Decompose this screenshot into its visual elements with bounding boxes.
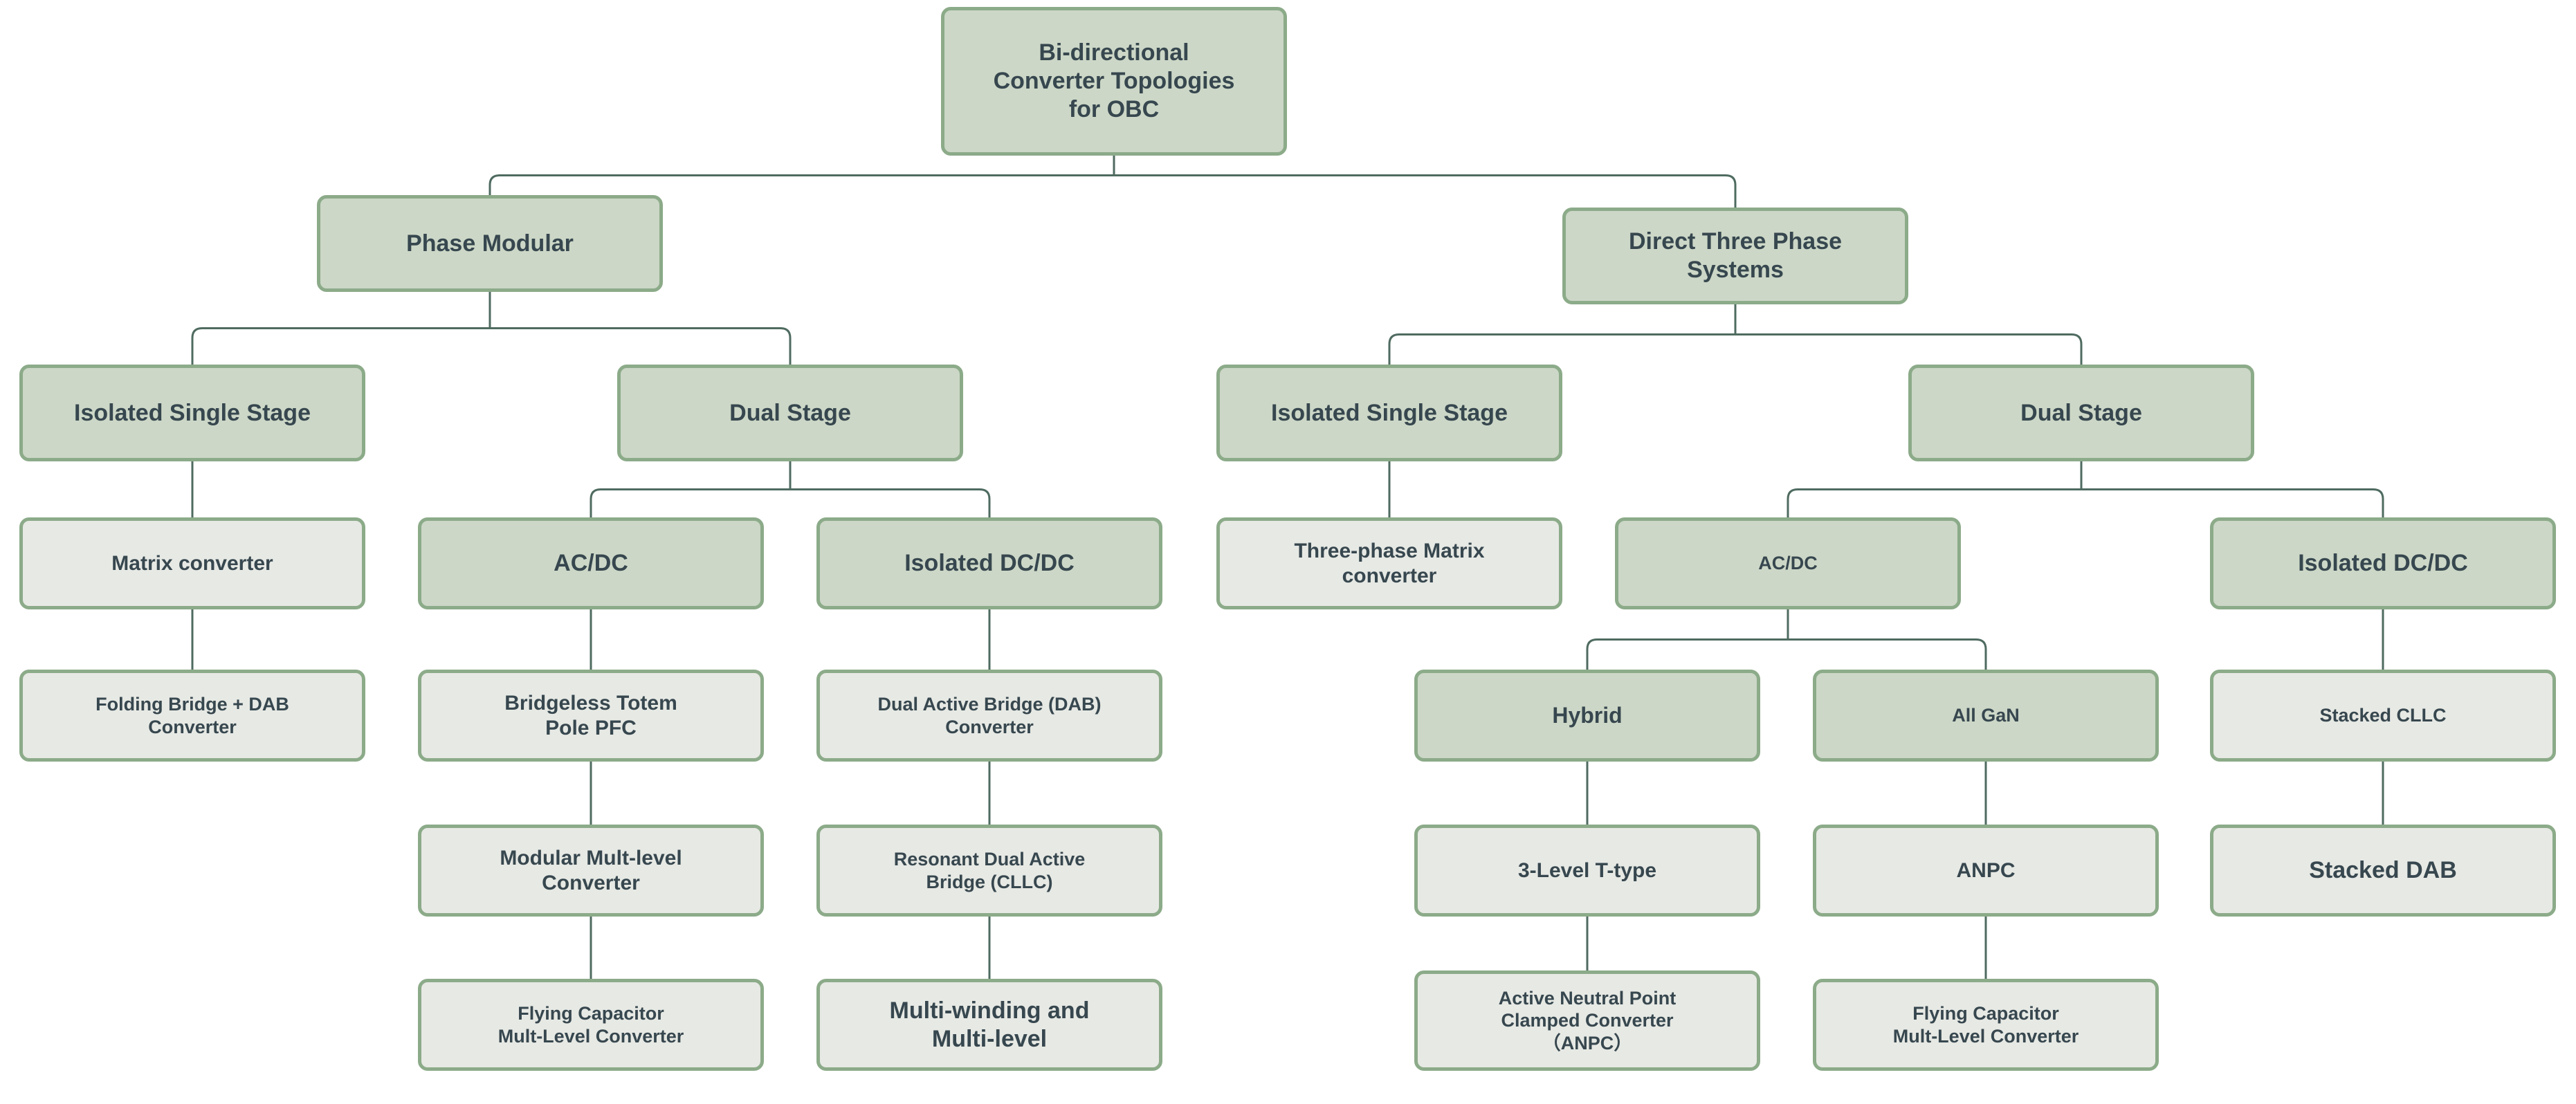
node-l_matrix[interactable]: Matrix converter (19, 517, 365, 609)
edge-root-to-phase_mod (488, 174, 1114, 195)
node-r_anpcfull[interactable]: Active Neutral Point Clamped Converter （… (1414, 970, 1760, 1071)
node-l_rdab[interactable]: Resonant Dual Active Bridge (CLLC) (816, 825, 1162, 917)
node-l_btppfc[interactable]: Bridgeless Totem Pole PFC (418, 670, 764, 762)
edge-r_acdc-to-r_hybrid (1586, 638, 1788, 670)
node-direct_3ph[interactable]: Direct Three Phase Systems (1562, 208, 1908, 304)
node-l_mwml[interactable]: Multi-winding and Multi-level (816, 979, 1162, 1071)
node-r_allgan[interactable]: All GaN (1813, 670, 2159, 762)
node-l_folding[interactable]: Folding Bridge + DAB Converter (19, 670, 365, 762)
node-r_stcllc[interactable]: Stacked CLLC (2210, 670, 2556, 762)
edge-direct_3ph-to-r_iss (1388, 333, 1735, 365)
edge-l_dual-to-l_acdc (590, 488, 790, 517)
node-r_fcmlc[interactable]: Flying Capacitor Mult-Level Converter (1813, 979, 2159, 1071)
node-r_iss[interactable]: Isolated Single Stage (1216, 365, 1562, 461)
node-r_anpc[interactable]: ANPC (1813, 825, 2159, 917)
node-phase_mod[interactable]: Phase Modular (317, 195, 663, 292)
edge-direct_3ph-to-r_dual (1735, 333, 2083, 365)
edge-r_acdc-to-r_allgan (1788, 638, 1987, 670)
node-root[interactable]: Bi-directional Converter Topologies for … (941, 7, 1287, 156)
node-l_iss[interactable]: Isolated Single Stage (19, 365, 365, 461)
node-l_acdc[interactable]: AC/DC (418, 517, 764, 609)
edge-r_dual-to-r_isodc (2081, 488, 2384, 517)
edge-root-to-direct_3ph (1114, 174, 1737, 208)
node-l_dab[interactable]: Dual Active Bridge (DAB) Converter (816, 670, 1162, 762)
edge-phase_mod-to-l_dual (490, 327, 792, 365)
node-l_dual[interactable]: Dual Stage (617, 365, 963, 461)
node-r_dual[interactable]: Dual Stage (1908, 365, 2254, 461)
edge-phase_mod-to-l_iss (191, 327, 490, 365)
node-r_hybrid[interactable]: Hybrid (1414, 670, 1760, 762)
node-r_3lt[interactable]: 3-Level T-type (1414, 825, 1760, 917)
node-r_stdab[interactable]: Stacked DAB (2210, 825, 2556, 917)
node-l_isodc[interactable]: Isolated DC/DC (816, 517, 1162, 609)
node-l_fcmlc[interactable]: Flying Capacitor Mult-Level Converter (418, 979, 764, 1071)
node-r_matrix[interactable]: Three-phase Matrix converter (1216, 517, 1562, 609)
node-r_isodc[interactable]: Isolated DC/DC (2210, 517, 2556, 609)
edge-l_dual-to-l_isodc (790, 488, 991, 517)
edge-r_dual-to-r_acdc (1787, 488, 2081, 517)
node-l_mmc[interactable]: Modular Mult-level Converter (418, 825, 764, 917)
node-r_acdc[interactable]: AC/DC (1615, 517, 1961, 609)
